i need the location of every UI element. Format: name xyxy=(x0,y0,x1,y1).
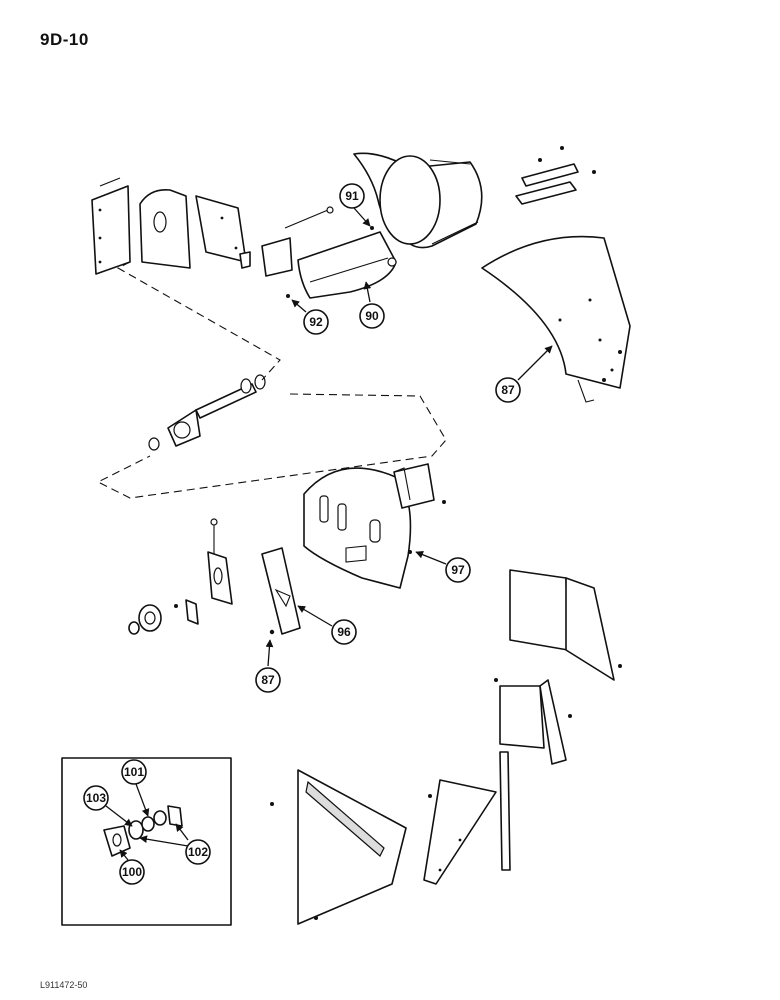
vertical-channel-panel xyxy=(494,678,572,765)
drive-shaft xyxy=(148,374,266,451)
figure-reference-code: L911472-50 xyxy=(40,980,88,990)
cylinder-housing xyxy=(353,152,483,249)
bolt xyxy=(284,206,334,229)
callout-100: 100 xyxy=(119,849,145,885)
callout-92: 92 xyxy=(291,299,329,335)
side-cover-plate xyxy=(195,195,247,263)
callout-87-bottom: 87 xyxy=(255,639,281,693)
svg-text:87: 87 xyxy=(261,673,275,687)
inset-detail-box xyxy=(61,757,232,926)
svg-text:97: 97 xyxy=(451,563,465,577)
curved-hood-panel xyxy=(481,235,631,403)
callout-101: 101 xyxy=(121,759,150,817)
callout-91: 91 xyxy=(339,183,371,227)
svg-text:103: 103 xyxy=(86,791,106,805)
right-side-sheet xyxy=(509,569,622,681)
bracket-near-panel xyxy=(393,463,435,509)
assembly-path-line xyxy=(116,261,281,381)
bearing xyxy=(128,604,178,635)
callout-97: 97 xyxy=(415,550,471,583)
page-number: 9D-10 xyxy=(40,30,89,49)
callout-103: 103 xyxy=(83,785,133,827)
mounting-plate xyxy=(207,551,233,605)
svg-text:101: 101 xyxy=(124,765,144,779)
small-bracket xyxy=(239,237,293,277)
callout-90: 90 xyxy=(359,281,385,329)
spacer-plate xyxy=(185,599,199,625)
long-strip-plate xyxy=(261,547,301,635)
thin-strip xyxy=(499,751,511,871)
triangular-panel-small xyxy=(423,779,497,885)
svg-text:100: 100 xyxy=(122,865,142,879)
callout-96: 96 xyxy=(297,605,357,645)
assembly-path-line xyxy=(96,393,447,499)
svg-text:96: 96 xyxy=(337,625,351,639)
curved-guard-90 xyxy=(297,231,397,299)
svg-text:91: 91 xyxy=(345,189,359,203)
svg-text:87: 87 xyxy=(501,383,515,397)
triangular-panel-large xyxy=(270,769,407,925)
side-panel-with-slots xyxy=(303,467,412,589)
svg-text:102: 102 xyxy=(188,845,208,859)
arched-end-plate xyxy=(139,188,191,269)
callout-102: 102 xyxy=(139,823,211,865)
angle-bracket-top-right xyxy=(515,146,596,205)
svg-text:92: 92 xyxy=(309,315,323,329)
svg-text:90: 90 xyxy=(365,309,379,323)
callout-87-top: 87 xyxy=(495,345,553,403)
left-end-panel xyxy=(91,177,131,275)
